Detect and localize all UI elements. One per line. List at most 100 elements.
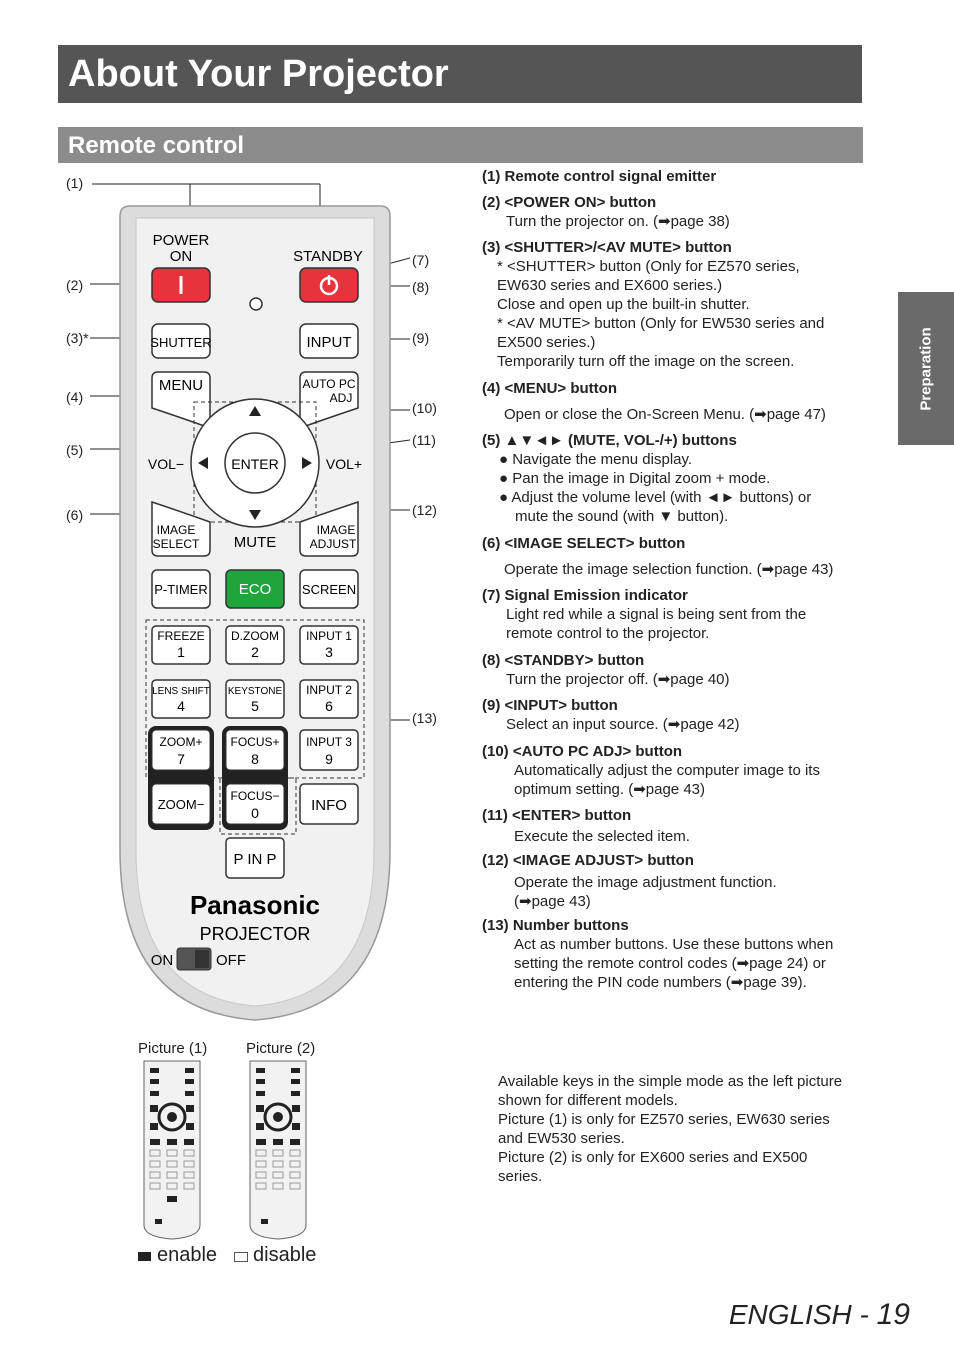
desc-7-line: remote control to the projector. [506,625,710,642]
callout-10: (10) [412,400,437,416]
desc-7-heading: (7) Signal Emission indicator [482,587,688,604]
svg-text:POWER: POWER [153,232,210,249]
callout-5: (5) [66,442,84,458]
desc-5-bullet: ● Adjust the volume level (with ◄► butto… [499,489,812,525]
desc-11-heading: (11) <ENTER> button [482,807,632,824]
callout-13: (13) [412,710,437,726]
note-line: Available keys in the simple mode as the… [498,1073,843,1090]
svg-text:SHUTTER: SHUTTER [150,335,211,350]
desc-3-line: EX500 series.) [497,334,596,351]
desc-13: (13) Number buttons Act as number button… [482,916,872,992]
svg-text:ON: ON [151,952,174,969]
section-bar: Remote control [58,127,863,163]
note-line: Picture (1) is only for EZ570 series, EW… [498,1111,830,1128]
svg-text:ADJ: ADJ [330,391,353,405]
svg-text:VOL+: VOL+ [326,456,362,472]
svg-text:AUTO PC: AUTO PC [302,377,355,391]
mini-remotes [143,1060,307,1240]
svg-text:ENTER: ENTER [231,456,278,472]
mini-remote-1 [143,1060,201,1240]
desc-13-line: setting the remote control codes (➡page … [514,955,826,972]
picture-1-label: Picture (1) [138,1040,208,1057]
desc-4-body: Open or close the On-Screen Menu. (➡page… [504,406,826,423]
section-title: Remote control [68,132,245,159]
desc-3-line: * <AV MUTE> button (Only for EW530 serie… [497,315,825,332]
desc-3: (3) <SHUTTER>/<AV MUTE> button * <SHUTTE… [482,238,872,371]
desc-10-line: optimum setting. (➡page 43) [514,781,705,798]
desc-10-heading: (10) <AUTO PC ADJ> button [482,743,683,760]
callout-6: (6) [66,507,84,523]
svg-text:3: 3 [325,644,333,660]
svg-text:SELECT: SELECT [153,537,200,551]
desc-4: (4) <MENU> button Open or close the On-S… [482,379,872,424]
callout-3: (3)* [66,330,89,346]
svg-text:MENU: MENU [159,377,203,394]
svg-text:OFF: OFF [216,952,246,969]
svg-text:ZOOM−: ZOOM− [158,797,205,812]
picture-2-label: Picture (2) [246,1040,316,1057]
svg-text:STANDBY: STANDBY [293,248,363,265]
note-line: shown for different models. [498,1092,678,1109]
desc-3-line: Temporarily turn off the image on the sc… [497,353,795,370]
desc-9-body: Select an input source. (➡page 42) [506,716,740,733]
svg-text:5: 5 [251,698,259,714]
callout-2: (2) [66,277,84,293]
svg-text:IMAGE: IMAGE [157,523,196,537]
svg-text:7: 7 [177,751,185,767]
svg-text:FOCUS+: FOCUS+ [230,735,279,749]
disable-swatch [234,1252,248,1262]
note-line: and EW530 series. [498,1130,625,1147]
page-title: About Your Projector [68,53,449,95]
svg-text:ADJUST: ADJUST [310,537,357,551]
callout-7: (7) [412,252,430,268]
desc-8-body: Turn the projector off. (➡page 40) [506,671,730,688]
svg-text:4: 4 [177,698,185,714]
svg-text:INPUT 1: INPUT 1 [306,629,352,643]
desc-12-line: (➡page 43) [514,893,591,910]
svg-text:ON: ON [170,248,193,265]
svg-text:FOCUS−: FOCUS− [230,789,279,803]
svg-text:6: 6 [325,698,333,714]
desc-3-line: Close and open up the built-in shutter. [497,296,750,313]
desc-2: (2) <POWER ON> button Turn the projector… [482,193,872,231]
remote-illustration: POWER ON STANDBY SHUTTER INPUT MENU AUTO… [90,183,410,1021]
desc-6-heading: (6) <IMAGE SELECT> button [482,535,686,552]
desc-9-heading: (9) <INPUT> button [482,697,618,714]
mini-remote-2 [249,1060,307,1240]
desc-7-line: Light red while a signal is being sent f… [506,606,807,623]
svg-text:INPUT 3: INPUT 3 [306,735,352,749]
desc-2-heading: (2) <POWER ON> button [482,194,657,211]
svg-text:0: 0 [251,805,259,821]
svg-text:IMAGE: IMAGE [317,523,356,537]
callout-1: (1) [66,175,84,191]
svg-text:2: 2 [251,644,259,660]
svg-text:LENS SHIFT: LENS SHIFT [152,686,210,697]
svg-text:P IN P: P IN P [233,851,276,868]
desc-6-body: Operate the image selection function. (➡… [504,561,834,578]
desc-1: (1) Remote control signal emitter [482,167,872,186]
note-line: Picture (2) is only for EX600 series and… [498,1149,808,1166]
desc-13-line: entering the PIN code numbers (➡page 39)… [514,974,807,991]
svg-text:KEYSTONE: KEYSTONE [228,686,283,697]
desc-11-body: Execute the selected item. [514,828,690,845]
desc-7: (7) Signal Emission indicator Light red … [482,586,872,643]
side-tab-label: Preparation [917,326,935,411]
svg-text:8: 8 [251,751,259,767]
desc-12-heading: (12) <IMAGE ADJUST> button [482,852,694,869]
callout-12: (12) [412,502,437,518]
enable-swatch [138,1252,151,1261]
desc-12: (12) <IMAGE ADJUST> button Operate the i… [482,851,872,911]
desc-5-bullet: ● Navigate the menu display. [499,451,693,468]
svg-text:P-TIMER: P-TIMER [154,582,207,597]
svg-text:ZOOM+: ZOOM+ [159,735,202,749]
svg-text:VOL−: VOL− [148,456,184,472]
callout-8: (8) [412,279,430,295]
footer-language: ENGLISH - [728,1299,877,1330]
page-number: 19 [876,1298,910,1331]
svg-text:Panasonic: Panasonic [190,890,320,920]
desc-11: (11) <ENTER> button Execute the selected… [482,806,872,846]
callout-4: (4) [66,389,84,405]
desc-5-heading: (5) ▲▼◄► (MUTE, VOL-/+) buttons [482,432,737,449]
desc-13-heading: (13) Number buttons [482,917,629,934]
svg-text:INFO: INFO [311,797,347,814]
